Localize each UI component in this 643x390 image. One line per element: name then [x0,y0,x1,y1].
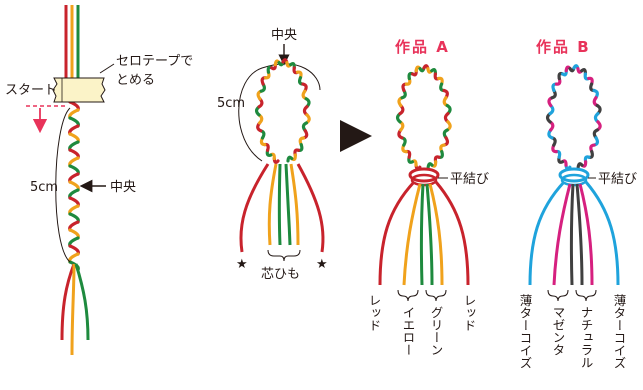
start-label: スタート [5,83,57,98]
work-b-label-natural: ナチュラル [579,306,594,369]
step2-length-label: 5cm [217,96,245,111]
star-left: ★ [236,257,248,272]
loop-braid-segment [286,155,294,163]
step2-strands [239,163,325,253]
work-b-strands [528,180,620,286]
work-a-brace-green [425,289,447,302]
work-a-group: 作品 A 平結び レッド イエロー グリーン レッド [367,38,490,356]
step1-group: セロテープで とめる スタート 5cm 中央 [5,5,193,356]
loop-braid-segment [576,162,584,169]
work-b-label-magenta: マゼンタ [551,306,566,356]
work-a-title: 作品 A [395,38,450,56]
step1-braid [68,100,80,272]
work-b-label-turquoise-right: 薄ターコイズ [612,293,627,369]
step1-length-bracket [55,107,71,263]
work-a-strands [378,180,470,286]
step2-length-bracket [238,63,321,162]
step1-loose-ends [60,263,90,356]
work-a-brace-yellow [397,289,419,302]
work-b-label-turquoise-left: 薄ターコイズ [518,293,533,369]
core-label: 芯ひも [261,267,300,282]
work-a-label-yellow: イエロー [401,306,416,356]
work-b-brace-natural [575,289,597,302]
work-b-knot-label: 平結び [598,172,637,187]
step2-group: 中央 5cm ★ ★ 芯ひも [217,28,328,282]
work-a-knot-label: 平結び [450,172,489,187]
step2-loop-braid [254,58,311,164]
work-a-label-green: グリーン [429,306,444,356]
tape-leader-line [99,63,115,74]
step1-length-label: 5cm [30,180,58,195]
work-b-loop-braid [545,64,602,171]
work-b-brace-magenta [547,289,569,302]
core-brace [267,249,301,262]
loop-braid-segment [426,162,434,169]
work-b-group: 作品 B 平結び 薄ターコイズ マゼンタ ナチュラル 薄ターコイズ [518,38,638,369]
step2-center-label: 中央 [271,28,297,43]
step1-center-label: 中央 [110,180,136,195]
work-a-label-red-right: レッド [462,294,477,332]
work-b-title: 作品 B [536,38,591,56]
tape-label-line2: とめる [116,73,155,88]
tape [52,77,106,103]
work-a-label-red-left: レッド [367,294,382,332]
work-a-loop-braid [395,64,452,171]
star-right: ★ [316,257,328,272]
tape-label-line1: セロテープで [116,54,193,69]
